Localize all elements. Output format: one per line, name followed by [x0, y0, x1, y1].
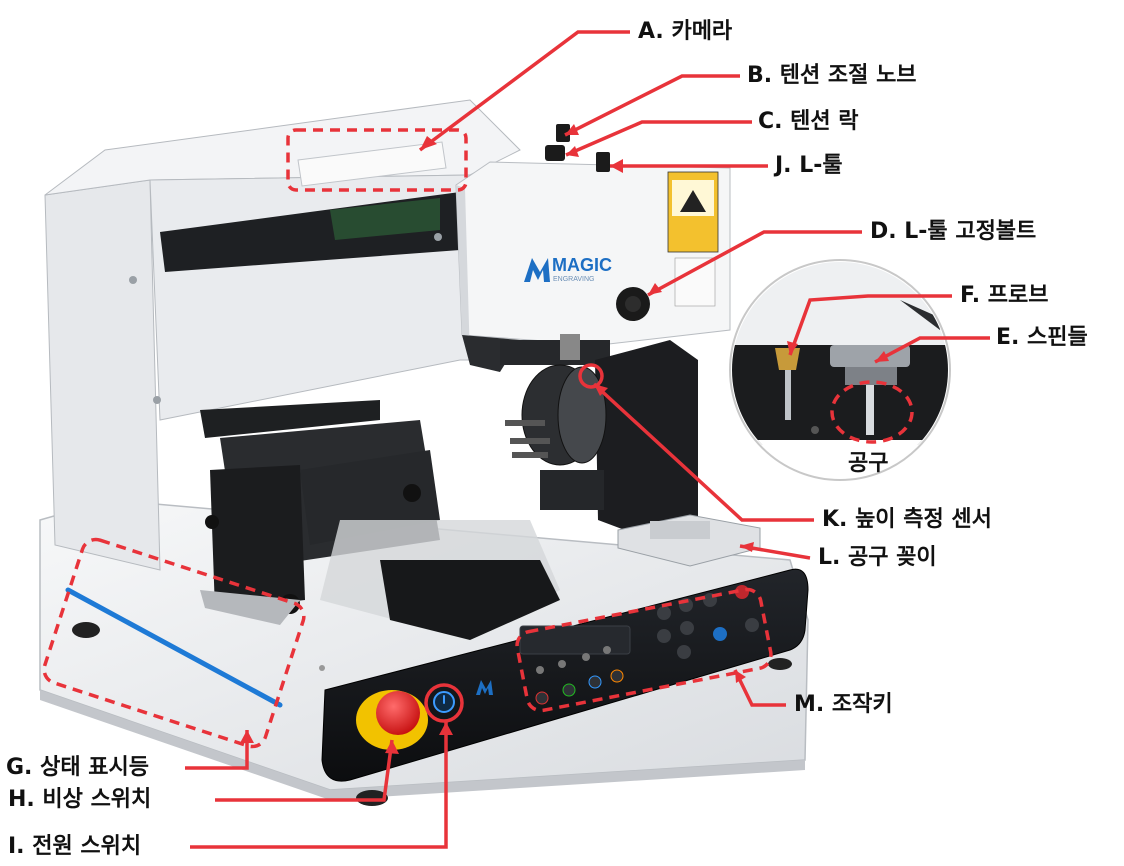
callout-tension-knob: B. 텐션 조절 노브 [747, 63, 917, 88]
status-light-highlight-box [42, 537, 306, 749]
callout-tool-holder: L. 공구 꽂이 [818, 545, 937, 570]
camera-housing [297, 141, 447, 187]
brand-logo-icon [524, 258, 550, 282]
callout-emergency-switch: H. 비상 스위치 [8, 787, 152, 812]
callout-lines [42, 30, 990, 849]
panel-logo-icon [476, 680, 493, 695]
status-led-strip [65, 587, 283, 708]
callout-status-light: G. 상태 표시등 [6, 755, 149, 780]
l-tool-top [596, 152, 610, 172]
callout-arrowheads [240, 124, 889, 754]
tension-knob [556, 124, 570, 142]
power-highlight-circle [424, 683, 464, 723]
engraving-machine: MAGIC ENGRAVING [39, 99, 809, 806]
brand-name: MAGIC [552, 255, 612, 275]
callout-l-tool-bolt: D. L-툴 고정볼트 [870, 219, 1037, 244]
rotary-housing [595, 340, 698, 532]
rotary-sensor-highlight [578, 363, 604, 389]
callout-height-sensor: K. 높이 측정 센서 [822, 507, 992, 532]
direction-keys [657, 585, 759, 659]
probe-spindle-inset: 공구 [729, 259, 951, 481]
panel-small-keys [535, 646, 624, 705]
xy-table [200, 400, 380, 438]
control-keys-highlight-box [515, 587, 773, 713]
callout-spindle: E. 스핀들 [996, 325, 1088, 350]
emergency-stop-button [376, 691, 420, 735]
callout-l-tool: J. L-툴 [775, 153, 843, 178]
camera-highlight-box [286, 128, 468, 192]
brand-sub: ENGRAVING [553, 276, 595, 283]
callout-camera: A. 카메라 [638, 19, 733, 44]
gantry-left-column [44, 179, 161, 571]
tool-label: 공구 [848, 451, 888, 476]
callout-power-switch: I. 전원 스위치 [8, 834, 142, 859]
callout-control-keys: M. 조작키 [794, 692, 893, 717]
callout-tension-lock: C. 텐션 락 [758, 109, 859, 134]
callout-probe: F. 프로브 [960, 283, 1049, 308]
tool-highlight-circle [830, 380, 914, 444]
